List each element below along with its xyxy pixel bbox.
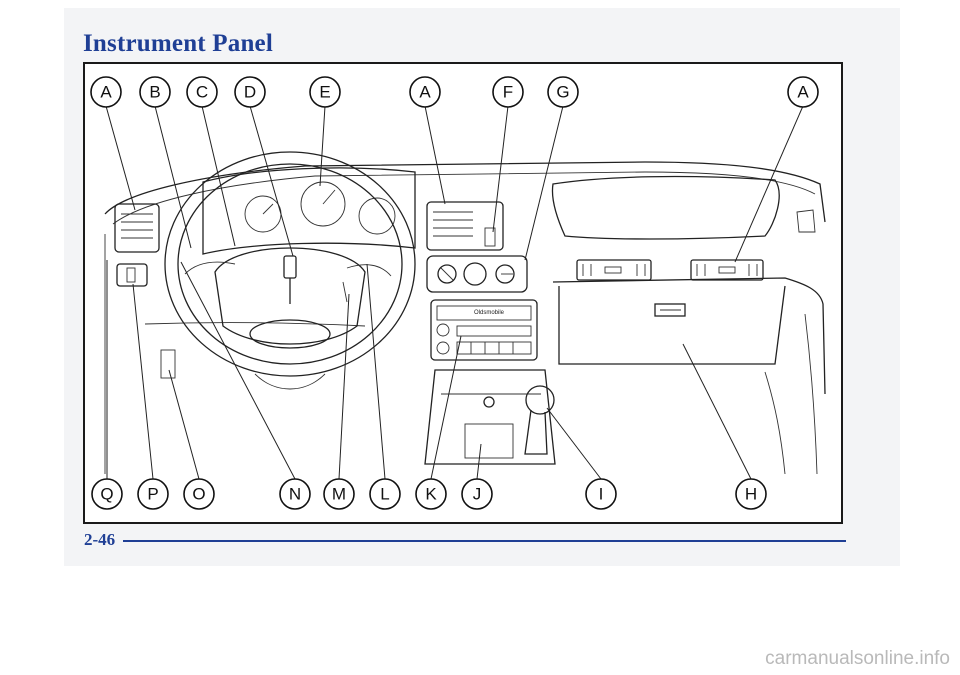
callout-k: K: [415, 478, 447, 510]
callout-f: F: [492, 76, 524, 108]
svg-text:K: K: [425, 485, 437, 504]
svg-text:L: L: [380, 485, 389, 504]
svg-text:M: M: [332, 485, 346, 504]
callout-d: D: [234, 76, 266, 108]
callout-a-2: A: [409, 76, 441, 108]
svg-text:C: C: [196, 83, 208, 102]
svg-text:D: D: [244, 83, 256, 102]
page-title: Instrument Panel: [83, 30, 274, 57]
footer-rule: [123, 540, 846, 542]
svg-text:J: J: [473, 485, 482, 504]
svg-text:G: G: [556, 83, 569, 102]
callout-b: B: [139, 76, 171, 108]
dashboard-drawing: Oldsmobile: [104, 151, 826, 475]
callout-i: I: [585, 478, 617, 510]
callout-a-1: A: [90, 76, 122, 108]
page-number: 2-46: [84, 530, 116, 549]
svg-text:A: A: [419, 83, 431, 102]
callout-c: C: [186, 76, 218, 108]
callout-q: Q: [91, 478, 123, 510]
callout-a-3: A: [787, 76, 819, 108]
svg-text:A: A: [100, 83, 112, 102]
callout-j: J: [461, 478, 493, 510]
callout-m: M: [323, 478, 355, 510]
callout-o: O: [183, 478, 215, 510]
callout-leader-lines: [105, 105, 804, 480]
callout-l: L: [369, 478, 401, 510]
svg-text:F: F: [503, 83, 513, 102]
svg-text:B: B: [149, 83, 160, 102]
svg-text:P: P: [147, 485, 158, 504]
callout-h: H: [735, 478, 767, 510]
callout-g: G: [547, 76, 579, 108]
callout-n: N: [279, 478, 311, 510]
instrument-panel-illustration: Oldsmobile: [83, 62, 843, 524]
callout-p: P: [137, 478, 169, 510]
svg-text:O: O: [192, 485, 205, 504]
svg-text:H: H: [745, 485, 757, 504]
svg-text:N: N: [289, 485, 301, 504]
watermark-text: carmanualsonline.info: [765, 648, 950, 669]
callout-e: E: [309, 76, 341, 108]
svg-text:E: E: [319, 83, 330, 102]
svg-text:A: A: [797, 83, 809, 102]
svg-text:Q: Q: [100, 485, 113, 504]
svg-text:I: I: [599, 485, 604, 504]
radio-brand-label: Oldsmobile: [474, 310, 505, 316]
